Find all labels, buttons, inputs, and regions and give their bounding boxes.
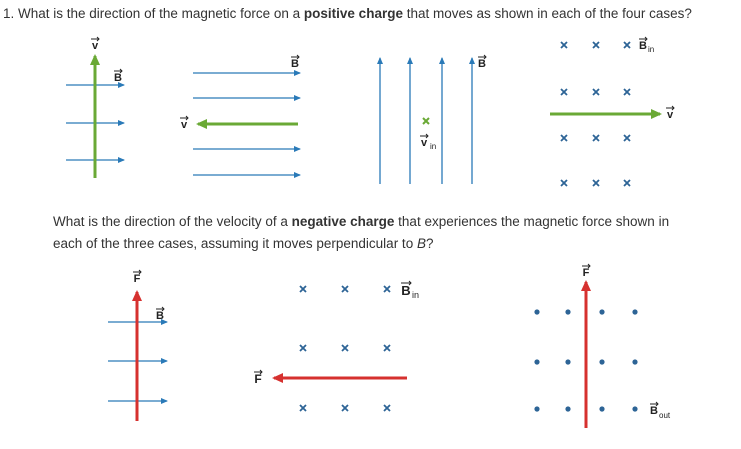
question-2-variable: B (416, 236, 426, 251)
case-2-diagram: B v (180, 54, 301, 178)
field-label: B (156, 306, 165, 322)
case-4-diagram: B in v (550, 36, 675, 187)
svg-text:out: out (659, 411, 671, 420)
into-page-symbol (422, 117, 430, 125)
svg-text:in: in (648, 45, 654, 54)
case-5-diagram: F B (108, 269, 168, 421)
question-2-text: What is the direction of the velocity of… (53, 214, 670, 251)
svg-text:v: v (667, 109, 674, 121)
svg-text:v: v (181, 119, 188, 131)
question-2-emphasis: negative charge (291, 214, 395, 229)
velocity-label: v in (420, 133, 436, 151)
svg-text:B: B (478, 58, 486, 70)
svg-text:in: in (412, 290, 419, 300)
field-lines (193, 70, 301, 178)
velocity-label: v (666, 105, 675, 121)
question-1-text: 1. What is the direction of the magnetic… (3, 6, 692, 21)
case-7-diagram: F B out (534, 263, 671, 428)
force-label: F (254, 369, 263, 386)
svg-text:F: F (254, 372, 261, 386)
svg-text:B: B (114, 72, 122, 84)
case-6-diagram: B in F (254, 280, 419, 412)
svg-text:B: B (639, 40, 647, 52)
field-label: B (114, 68, 123, 84)
case-3-diagram: v in B (377, 54, 487, 184)
out-of-page-field-symbols (534, 309, 638, 412)
svg-text:v: v (92, 40, 99, 52)
force-label: F (582, 263, 591, 279)
field-label: B (291, 54, 300, 70)
force-label: F (133, 269, 142, 285)
svg-text:F: F (134, 273, 141, 285)
field-label: B out (650, 401, 671, 420)
into-page-field-symbols (560, 41, 631, 187)
svg-text:B: B (401, 283, 410, 298)
field-label: B (478, 54, 487, 70)
field-label: B in (639, 36, 654, 54)
velocity-label: v (91, 36, 100, 52)
field-label: B in (401, 280, 419, 300)
velocity-label: v (180, 115, 189, 131)
field-lines (377, 57, 475, 184)
svg-text:F: F (583, 267, 590, 279)
case-1-diagram: v B (66, 36, 125, 178)
svg-text:in: in (430, 142, 436, 151)
svg-text:v: v (421, 137, 428, 149)
svg-text:B: B (650, 405, 658, 417)
svg-text:B: B (291, 58, 299, 70)
into-page-field-symbols (299, 285, 391, 412)
question-1-emphasis: positive charge (303, 6, 403, 21)
svg-text:B: B (156, 310, 164, 322)
